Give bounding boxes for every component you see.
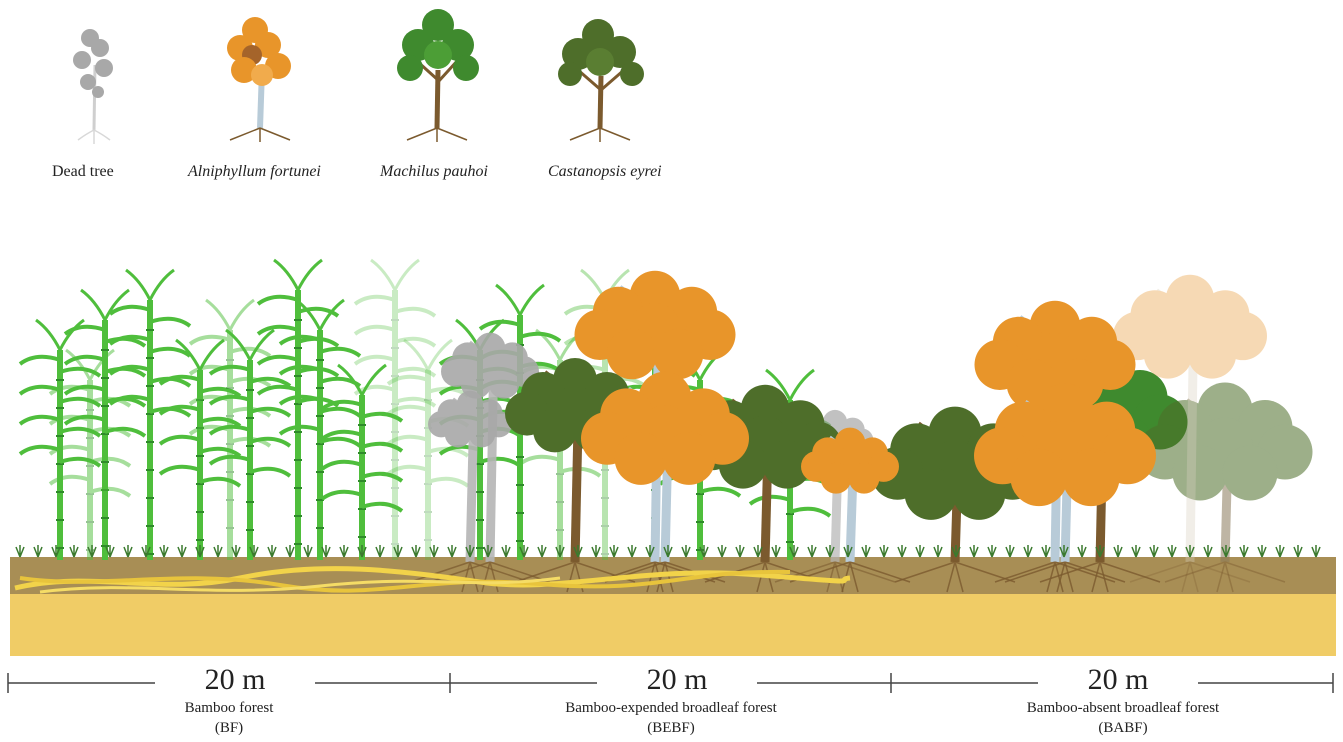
bamboo-culm-1 [63, 288, 147, 560]
dead-tree [409, 390, 531, 593]
dead-tree-icon [73, 29, 113, 144]
legend-label-castanopsis: Castanopsis eyrei [548, 163, 662, 180]
scale-length-babf: 20 m [1087, 663, 1149, 696]
dead-tree [429, 332, 551, 593]
zone-abbr-bf: (BF) [214, 720, 244, 736]
legend-label-machilus: Machilus pauhoi [380, 163, 488, 180]
bamboo-culm-8 [48, 348, 132, 560]
castanopsis-eyrei-icon [558, 19, 644, 142]
scale-bar [7, 665, 1334, 699]
legend-icons [73, 9, 644, 144]
ground-grass [15, 545, 1321, 558]
bamboo-culm-9 [188, 298, 272, 560]
bamboo-culm-3 [158, 338, 242, 560]
bamboo-culm-10 [353, 258, 437, 560]
bamboo-culm-6 [278, 298, 362, 560]
alniphyllum-tree [1113, 274, 1268, 593]
zone-name-bf: Bamboo forest [184, 700, 274, 716]
bamboo-rhizomes [14, 566, 851, 594]
scale-length-bf: 20 m [204, 663, 266, 696]
machilus-pauhoi-icon [397, 9, 479, 142]
legend-label-dead-tree: Dead tree [52, 163, 114, 180]
vegetation [15, 258, 1321, 593]
alniphyllum-tree [789, 427, 911, 593]
zone-abbr-bebf: (BEBF) [647, 720, 695, 736]
bamboo-culm-2 [108, 268, 192, 560]
zone-name-babf: Bamboo-absent broadleaf forest [1026, 700, 1220, 716]
zone-name-bebf: Bamboo-expended broadleaf forest [565, 700, 777, 716]
scale-length-bebf: 20 m [646, 663, 708, 696]
bamboo-culm-4 [208, 328, 292, 560]
alniphyllum-tree [974, 383, 1156, 593]
alniphyllum-fortunei-icon [227, 17, 291, 142]
bamboo-culm-7 [320, 363, 404, 560]
alniphyllum-tree [974, 300, 1136, 593]
alniphyllum-tree [581, 371, 749, 593]
zone-abbr-babf: (BABF) [1098, 720, 1148, 736]
subsoil-layer [10, 594, 1336, 656]
legend-label-alniphyllum: Alniphyllum fortunei [188, 163, 321, 180]
